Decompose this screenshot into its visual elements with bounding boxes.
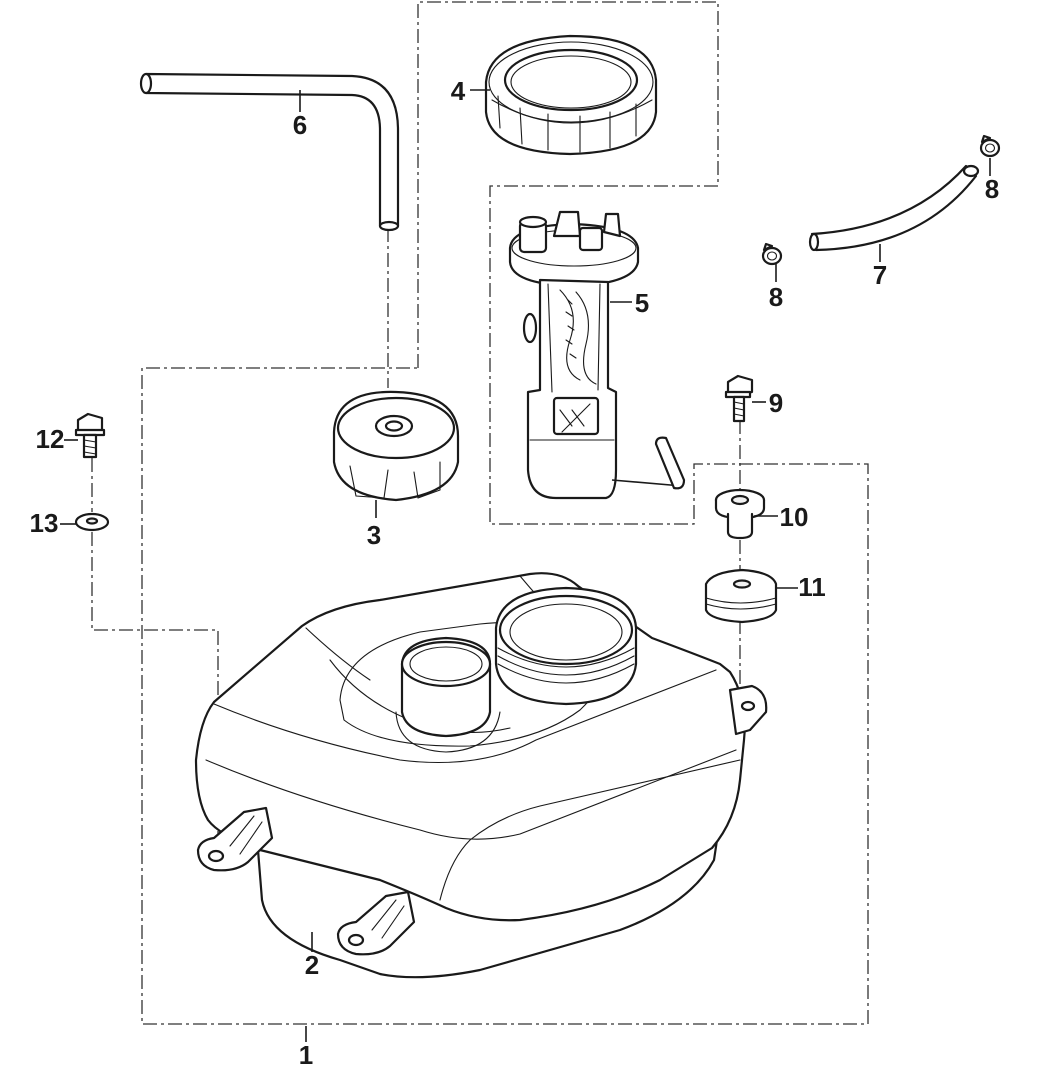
callout-2: 2	[305, 950, 319, 980]
callout-7: 7	[873, 260, 887, 290]
callout-11: 11	[798, 572, 826, 602]
rubber-mount	[704, 568, 778, 624]
hose-clamp-right	[979, 134, 1001, 158]
fuel-tank	[194, 572, 768, 979]
pump-retaining-ring	[484, 34, 658, 156]
callout-8-right: 8	[985, 174, 999, 204]
callout-12: 12	[36, 424, 65, 454]
vent-hose	[808, 164, 980, 252]
breather-tube	[139, 72, 400, 232]
washer	[74, 512, 110, 532]
hose-clamp-left	[761, 242, 783, 266]
mounting-bolt-right	[724, 374, 754, 423]
callout-1: 1	[299, 1040, 313, 1070]
callout-13: 13	[30, 508, 59, 538]
callout-9: 9	[769, 388, 783, 418]
fuel-filler-cap	[332, 390, 460, 502]
mounting-bolt-left	[74, 412, 106, 459]
collar	[714, 488, 766, 540]
leader-lines	[60, 89, 991, 1042]
callout-10: 10	[780, 502, 809, 532]
callout-5: 5	[635, 288, 649, 318]
callout-4: 4	[451, 76, 466, 106]
callout-labels: 1 2 3 4 5 6 7 8 8 9 10 11 12 13	[30, 76, 1000, 1070]
callout-6: 6	[293, 110, 307, 140]
callout-8-left: 8	[769, 282, 783, 312]
fuel-pump-assembly	[508, 210, 686, 500]
callout-3: 3	[367, 520, 381, 550]
